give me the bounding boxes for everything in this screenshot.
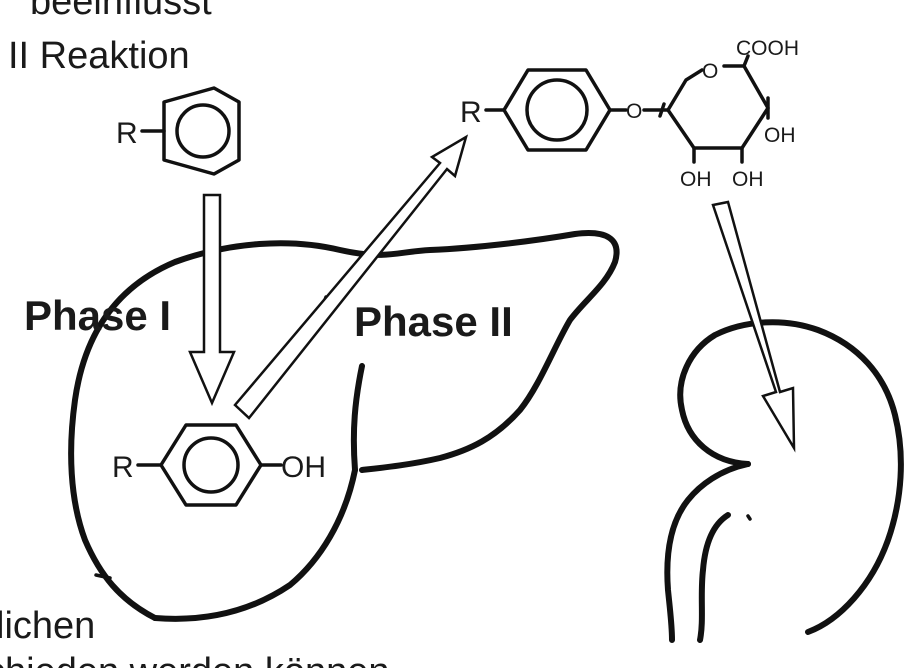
- r-label-top: R: [116, 117, 138, 150]
- excretion-arrow-icon: [711, 200, 796, 453]
- ring-oxygen-label: O: [702, 60, 718, 83]
- r-phenol-molecule: R OH: [112, 423, 326, 507]
- phase-2-label: Phase II: [354, 298, 513, 345]
- caption-top-line-1: beeinflusst: [30, 0, 212, 23]
- phase-1-label: Phase I: [24, 292, 171, 339]
- phase-2-arrow-icon: [233, 134, 469, 420]
- hydroxyl-label: OH: [281, 451, 326, 484]
- ether-oxygen-label: O: [626, 100, 642, 123]
- phase-1-arrow-icon: [188, 193, 236, 407]
- r-label-middle: R: [112, 451, 134, 484]
- r-benzene-molecule: R: [116, 86, 241, 176]
- caption-top-line-2: II Reaktion: [8, 35, 190, 77]
- sugar-oh-bottom-left-label: OH: [680, 168, 712, 191]
- sugar-oh-bottom-right-label: OH: [732, 168, 764, 191]
- glucuronide-molecule: R O O COOH OH OH OH: [460, 37, 799, 191]
- caption-bottom-line-2: chieden werden können: [0, 651, 390, 668]
- glucuronide-ring-icon: [666, 54, 770, 164]
- sugar-oh-right-label: OH: [764, 124, 796, 147]
- carboxyl-label: COOH: [736, 37, 799, 60]
- caption-bottom-line-1: lichen: [0, 605, 95, 647]
- r-label-right: R: [460, 96, 482, 129]
- kidney-outline-icon: [664, 319, 904, 643]
